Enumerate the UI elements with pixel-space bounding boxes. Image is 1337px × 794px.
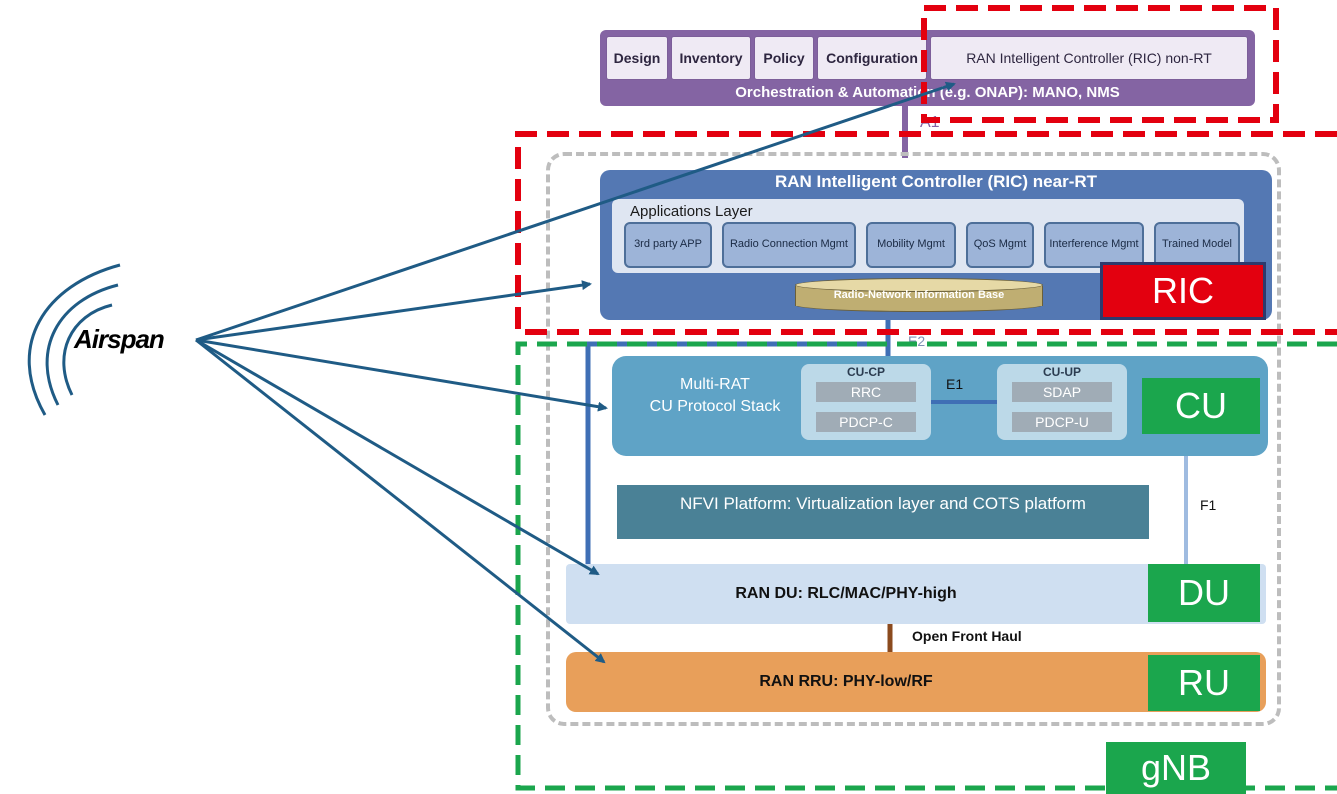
du-label: RAN DU: RLC/MAC/PHY-high bbox=[735, 585, 957, 602]
cu-cp-rrc: RRC bbox=[816, 382, 916, 402]
onap-tab-inventory: Inventory bbox=[671, 36, 751, 80]
nfvi-box bbox=[617, 485, 1149, 539]
app-qos-mgmt: QoS Mgmt bbox=[966, 222, 1034, 268]
cu-cp-title: CU-CP bbox=[847, 365, 885, 379]
logo-arc-3 bbox=[62, 303, 113, 396]
applications-layer-title: Applications Layer bbox=[630, 203, 753, 220]
rnib-cylinder-top bbox=[795, 278, 1043, 292]
cu-label-line1: Multi-RAT bbox=[680, 376, 750, 393]
arrow-to-du bbox=[195, 338, 600, 576]
arrow-to-ric-near-rt bbox=[195, 280, 592, 342]
cu-label-line2: CU Protocol Stack bbox=[649, 398, 781, 415]
ru-label: RAN RRU: PHY-low/RF bbox=[759, 673, 933, 690]
arrow-to-cu bbox=[195, 338, 608, 412]
onap-tab-policy: Policy bbox=[754, 36, 814, 80]
logo-arc-1 bbox=[27, 263, 121, 416]
app-3rd-party: 3rd party APP bbox=[624, 222, 712, 268]
gnb-outline-box bbox=[546, 152, 1281, 726]
open-front-haul-label: Open Front Haul bbox=[912, 628, 1022, 644]
arrow-to-ric-non-rt bbox=[195, 81, 956, 342]
cu-label: Multi-RAT CU Protocol Stack bbox=[615, 374, 815, 422]
logo-arc-2 bbox=[45, 283, 119, 406]
ru-badge: RU bbox=[1148, 655, 1260, 711]
rnib-label: Radio-Network Information Base bbox=[833, 289, 1005, 301]
cu-up-title: CU-UP bbox=[1043, 365, 1081, 379]
onap-tab-ric-non-rt: RAN Intelligent Controller (RIC) non-RT bbox=[930, 36, 1248, 80]
ric-non-rt-highlight bbox=[921, 5, 1279, 123]
arrow-to-ru bbox=[195, 338, 606, 664]
gnb-badge: gNB bbox=[1106, 742, 1246, 794]
app-radio-connection-mgmt: Radio Connection Mgmt bbox=[722, 222, 856, 268]
nfvi-label: NFVI Platform: Virtualization layer and … bbox=[680, 494, 1086, 513]
app-mobility-mgmt: Mobility Mgmt bbox=[866, 222, 956, 268]
cu-badge: CU bbox=[1142, 378, 1260, 434]
f1-label: F1 bbox=[1200, 497, 1217, 513]
cu-up-pdcp-u: PDCP-U bbox=[1012, 412, 1112, 432]
ric-near-rt-title: RAN Intelligent Controller (RIC) near-RT bbox=[774, 172, 1098, 191]
ric-near-rt-highlight bbox=[515, 131, 1337, 335]
app-interference-mgmt: Interference Mgmt bbox=[1044, 222, 1144, 268]
e1-label: E1 bbox=[946, 376, 964, 392]
ric-badge: RIC bbox=[1100, 262, 1266, 320]
du-badge: DU bbox=[1148, 564, 1260, 622]
app-trained-model: Trained Model bbox=[1154, 222, 1240, 268]
onap-tab-configuration: Configuration bbox=[817, 36, 927, 80]
cu-cp-pdcp-c: PDCP-C bbox=[816, 412, 916, 432]
cu-up-sdap: SDAP bbox=[1012, 382, 1112, 402]
airspan-logo-arcs bbox=[27, 263, 121, 416]
gnb-highlight bbox=[515, 341, 1337, 791]
onap-tab-design: Design bbox=[606, 36, 668, 80]
airspan-logo-text: Airspan bbox=[74, 324, 165, 354]
